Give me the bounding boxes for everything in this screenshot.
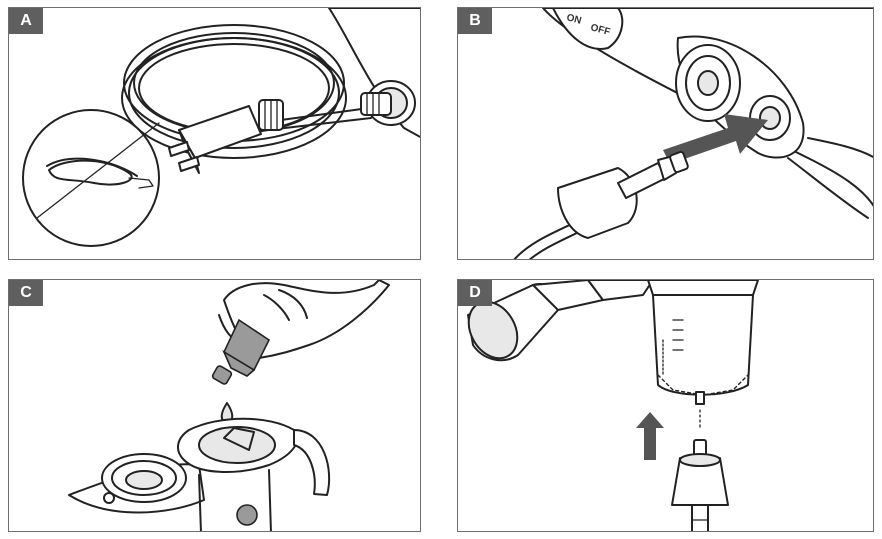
connect-tubing-illustration: ON OFF [513,8,873,259]
add-medication-illustration [68,280,390,531]
device-socket [360,80,416,126]
switch-off-label: OFF [589,22,611,38]
panel-c-add-medication: C [8,279,421,532]
attach-tubing-illustration [467,280,759,531]
tubing-connector [671,439,729,531]
medication-vial [211,318,271,385]
cord-inset-circle [22,109,160,247]
panel-label-a: A [9,8,43,34]
insert-direction-arrow [663,114,768,164]
power-plug [168,99,284,174]
panel-d-attach-tubing: D [457,279,874,532]
panel-label-b: B [458,8,492,34]
panel-b-connect-tubing: B ON OFF [457,7,874,260]
up-arrow [636,412,664,460]
nebulizer-cup [68,417,331,531]
panel-label-d: D [458,280,492,306]
panel-a-power-cord: A [8,7,421,260]
power-cord-illustration [22,8,420,247]
filter-cover [675,44,741,122]
switch-on-label: ON [565,12,582,27]
tubing-connector [513,150,689,259]
power-switch: ON OFF [552,8,624,50]
medication-cup [647,280,759,429]
panel-label-c: C [9,280,43,306]
